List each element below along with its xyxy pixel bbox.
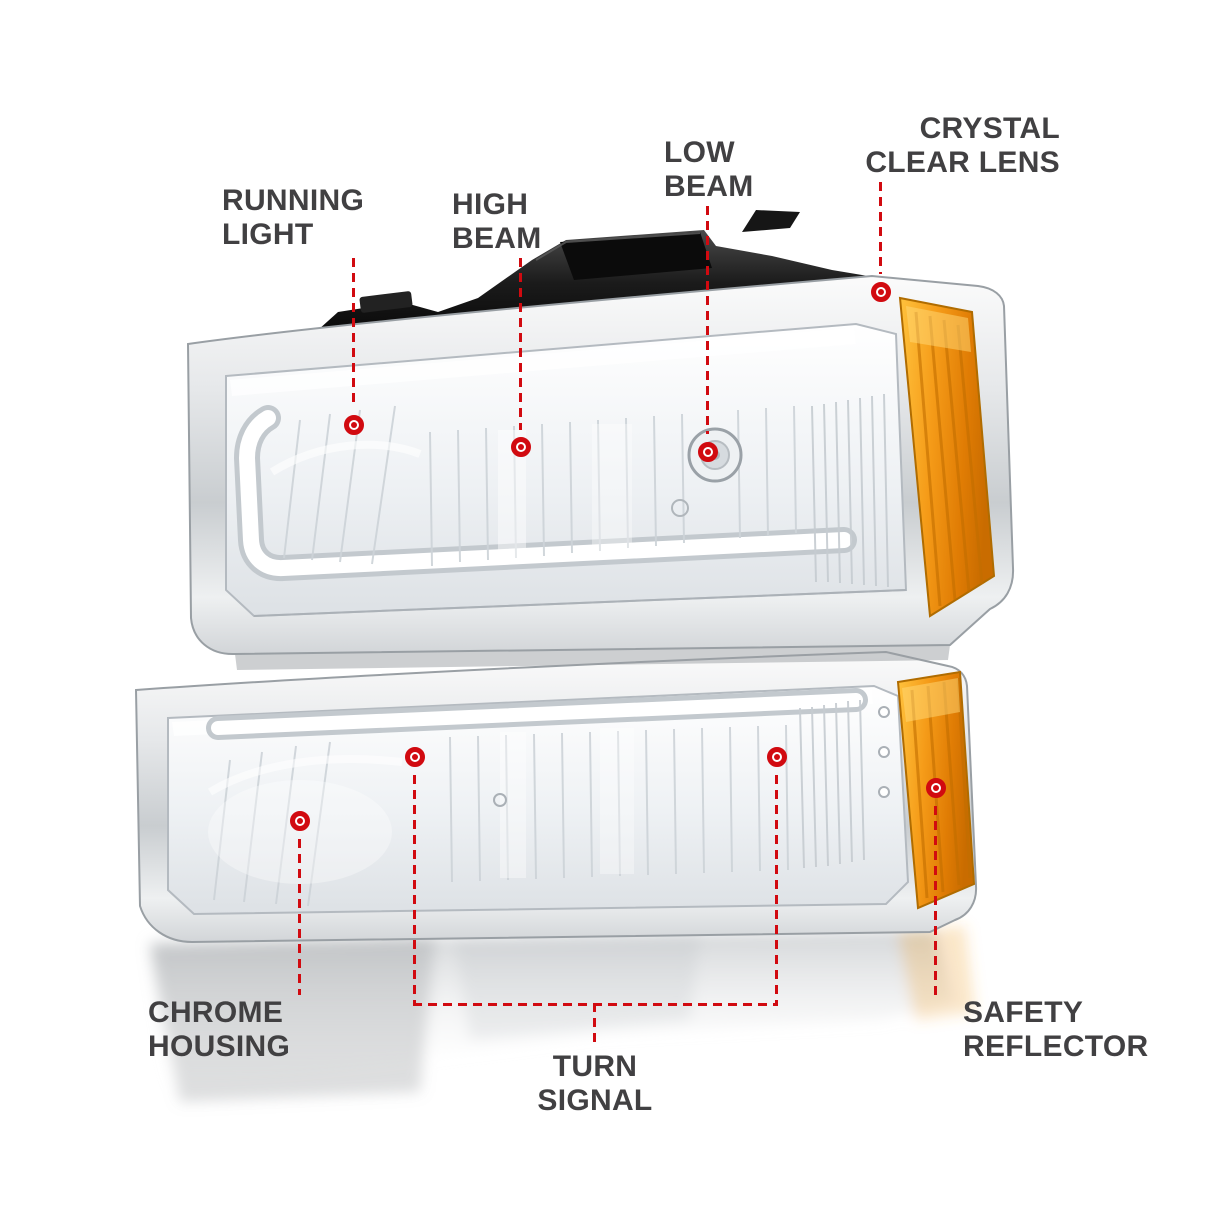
floor-reflection (150, 926, 975, 1102)
callout-line-chrome-housing (298, 839, 301, 995)
callout-point-low-beam (698, 442, 718, 462)
label-turn-signal: TURN SIGNAL (537, 1050, 653, 1117)
callout-point-safety-reflector (926, 778, 946, 798)
lower-parking-lamp (134, 650, 978, 944)
callout-line-high-beam (519, 258, 522, 430)
lower-lens (167, 684, 910, 916)
callout-line-running-light (352, 258, 355, 408)
led-dots (878, 706, 890, 798)
callout-line-turn-signal-right (775, 775, 778, 1003)
callout-point-turn-signal-left (405, 747, 425, 767)
callout-point-chrome-housing (290, 811, 310, 831)
callout-point-crystal-clear-lens (871, 282, 891, 302)
upper-headlamp (186, 274, 1015, 656)
amber-reflector-upper (898, 296, 996, 618)
callout-line-safety-reflector (934, 806, 937, 996)
callout-point-turn-signal-right (767, 747, 787, 767)
label-high-beam: HIGH BEAM (452, 188, 542, 255)
label-crystal-clear-lens: CRYSTAL CLEAR LENS (865, 112, 1060, 179)
callout-line-low-beam (706, 206, 709, 434)
led-light-bar-upper (233, 405, 857, 581)
label-low-beam: LOW BEAM (664, 136, 754, 203)
callout-line-turn-signal-stem (593, 1003, 596, 1045)
label-safety-reflector: SAFETY REFLECTOR (963, 996, 1149, 1063)
led-light-bar-lower (206, 688, 868, 740)
label-chrome-housing: CHROME HOUSING (148, 996, 291, 1063)
callout-line-crystal-clear-lens (879, 182, 882, 274)
callout-point-high-beam (511, 437, 531, 457)
callout-point-running-light (344, 415, 364, 435)
label-running-light: RUNNING LIGHT (222, 184, 365, 251)
callout-line-turn-signal-left (413, 775, 416, 1003)
